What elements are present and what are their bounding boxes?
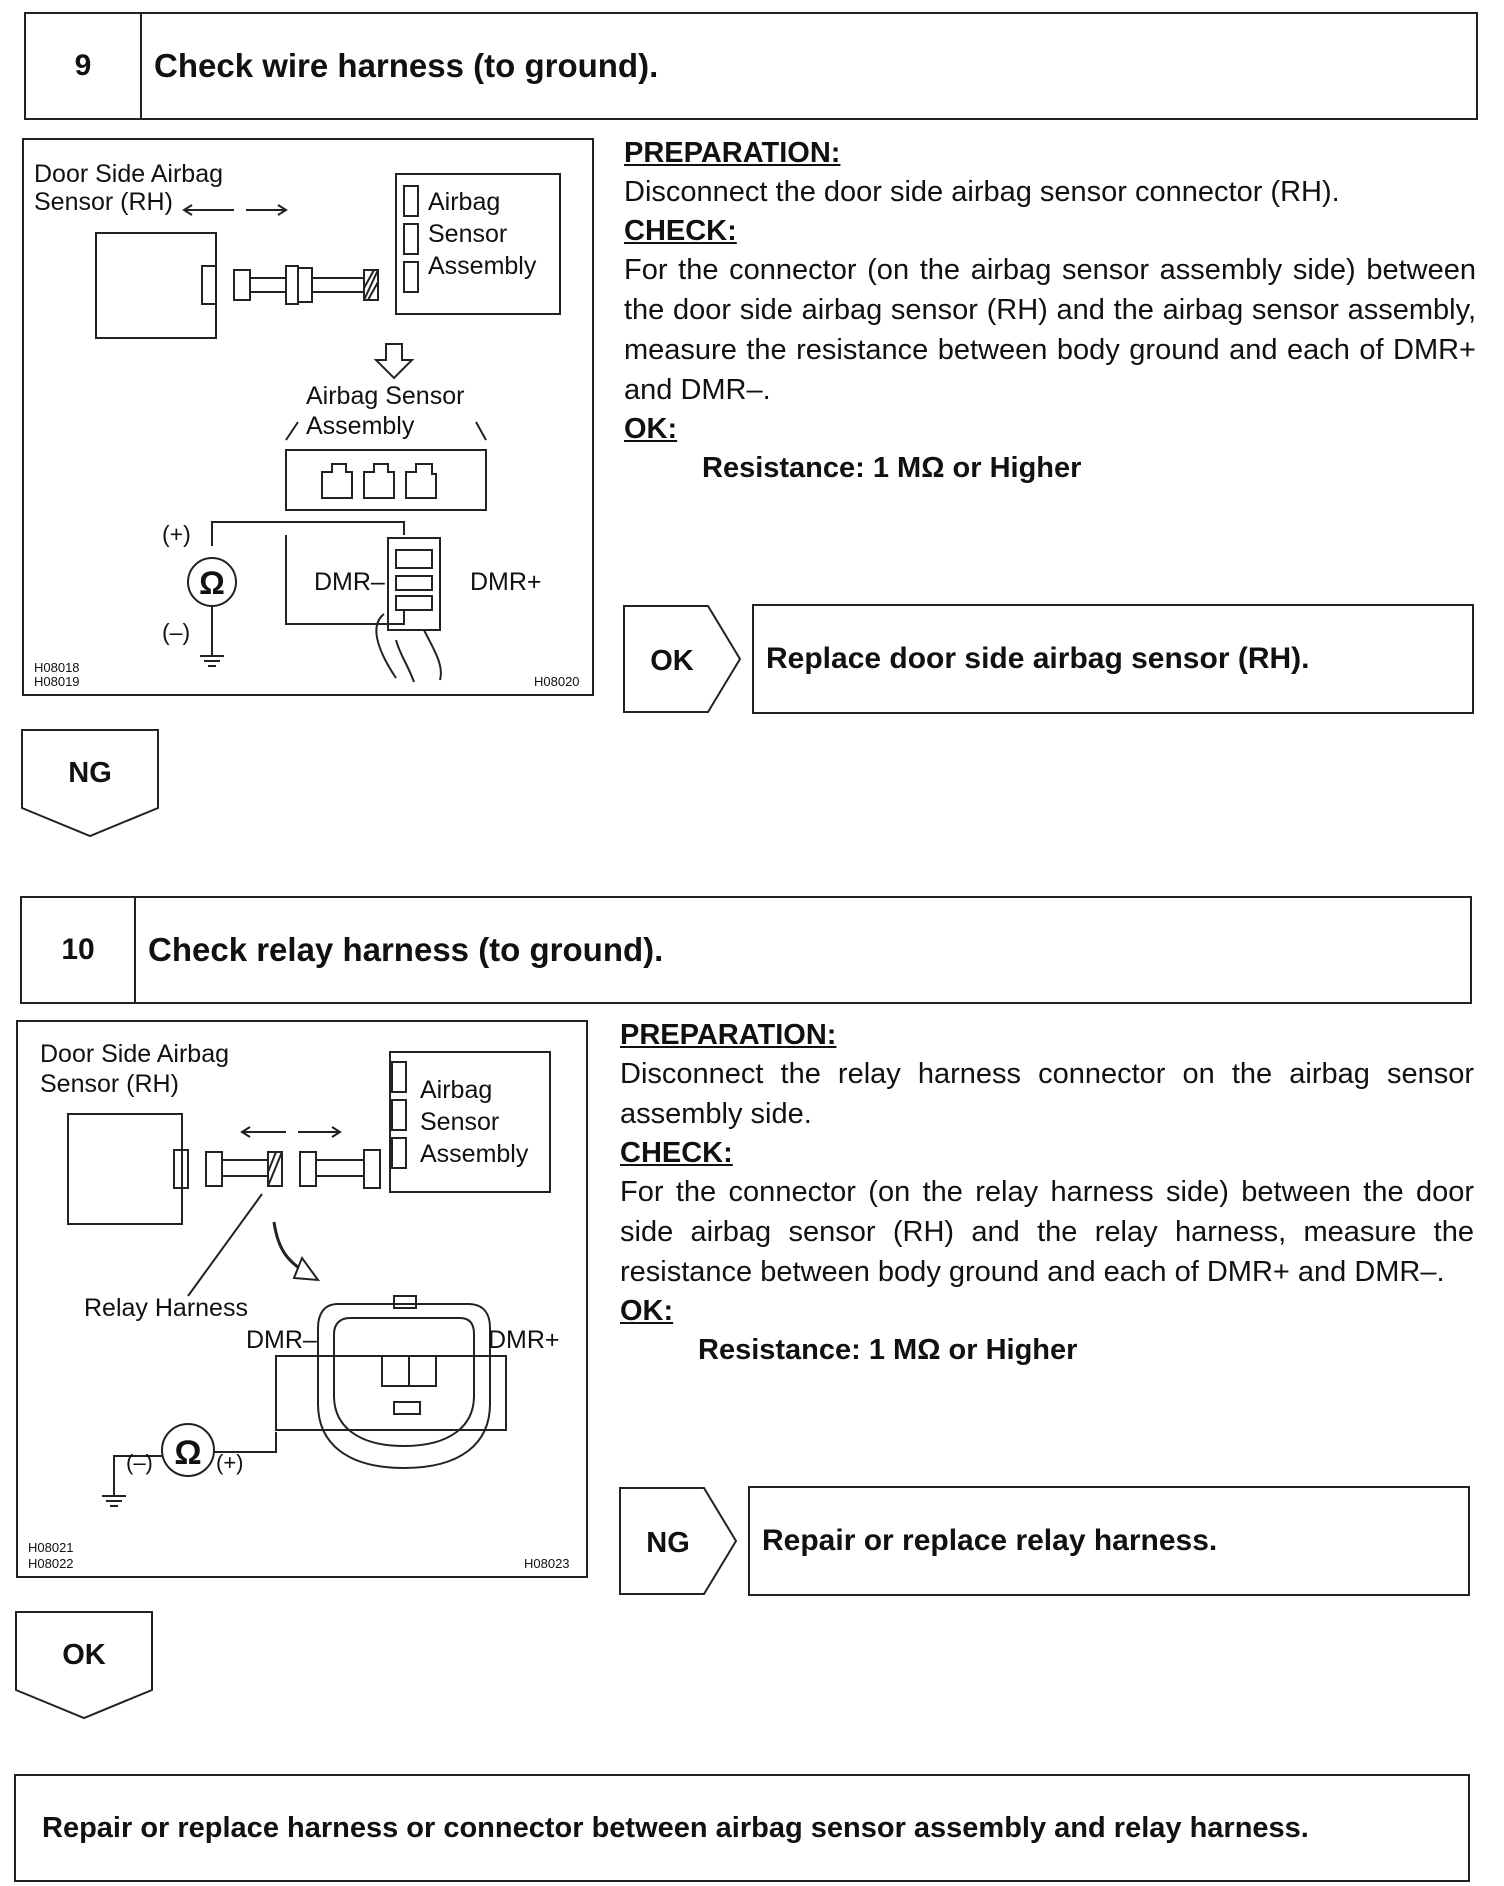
ok-label: OK: [620, 1295, 674, 1327]
result-tag-arrow: NG [619, 1487, 738, 1595]
step-9-result: Replace door side airbag sensor (RH). [752, 604, 1474, 714]
ohm-icon: Ω [174, 1434, 201, 1472]
ok-value: Resistance: 1 MΩ or Higher [702, 452, 1082, 484]
fig10-airbag-label-2: Sensor [420, 1108, 499, 1136]
step-10-result: Repair or replace relay harness. [748, 1486, 1470, 1596]
step-title: Check wire harness (to ground). [154, 47, 659, 84]
fig9-airbag-label-3: Assembly [428, 252, 537, 280]
step-number: 9 [26, 14, 142, 118]
ok-label: OK: [624, 413, 678, 445]
svg-text:NG: NG [68, 757, 112, 789]
fig10-door-sensor-label-2: Sensor (RH) [40, 1070, 179, 1098]
check-label: CHECK: [620, 1137, 733, 1169]
fig10-plus-label: (+) [216, 1450, 244, 1475]
fig10-minus-label: (–) [126, 1450, 153, 1475]
fig9-dmr-plus: DMR+ [470, 568, 542, 596]
relay-harness-diagram: Door Side Airbag Sensor (RH) Airbag Sens… [28, 1040, 570, 1571]
fig9-code-a: H08018 [34, 660, 80, 675]
svg-text:OK: OK [62, 1639, 106, 1671]
fig9-door-sensor-label-1: Door Side Airbag [34, 160, 223, 188]
step-9-figure: Door Side Airbag Sensor (RH) Airbag Sens… [22, 138, 594, 696]
fig9-plus-label: (+) [162, 521, 191, 547]
fig9-code-c: H08020 [534, 674, 580, 689]
fig9-code-b: H08019 [34, 674, 80, 689]
preparation-text: Disconnect the relay harness connector o… [620, 1058, 1474, 1130]
step-10-ok-flow-arrow: OK [15, 1611, 153, 1720]
step-title: Check relay harness (to ground). [148, 931, 664, 968]
step-number: 10 [22, 898, 136, 1002]
svg-text:OK: OK [650, 645, 694, 677]
fig9-assembly-label-2: Assembly [306, 412, 415, 440]
fig9-airbag-label-1: Airbag [428, 188, 500, 216]
fig10-dmr-plus: DMR+ [488, 1326, 560, 1354]
final-action-box: Repair or replace harness or connector b… [14, 1774, 1470, 1882]
svg-text:NG: NG [646, 1527, 690, 1559]
fig10-code-b: H08022 [28, 1556, 74, 1571]
fig9-door-sensor-label-2: Sensor (RH) [34, 188, 173, 216]
preparation-label: PREPARATION: [620, 1019, 837, 1051]
fig10-code-c: H08023 [524, 1556, 570, 1571]
fig9-minus-label: (–) [162, 619, 190, 645]
step-10-figure: Door Side Airbag Sensor (RH) Airbag Sens… [16, 1020, 588, 1578]
preparation-text: Disconnect the door side airbag sensor c… [624, 176, 1340, 208]
step-10-header: 10 Check relay harness (to ground). [20, 896, 1472, 1004]
step-9-instructions: PREPARATION: Disconnect the door side ai… [624, 134, 1476, 488]
fig10-code-a: H08021 [28, 1540, 74, 1555]
fig9-dmr-minus: DMR– [314, 568, 385, 596]
check-text: For the connector (on the airbag sensor … [624, 254, 1476, 406]
fig10-airbag-label-1: Airbag [420, 1076, 492, 1104]
step-9-ng-flow-arrow: NG [21, 729, 159, 838]
step-9-header: 9 Check wire harness (to ground). [24, 12, 1478, 120]
ohm-icon: Ω [199, 565, 225, 601]
preparation-label: PREPARATION: [624, 137, 841, 169]
wire-harness-diagram: Door Side Airbag Sensor (RH) Airbag Sens… [34, 160, 580, 689]
fig9-assembly-label-1: Airbag Sensor [306, 382, 464, 410]
fig10-door-sensor-label-1: Door Side Airbag [40, 1040, 229, 1068]
ok-value: Resistance: 1 MΩ or Higher [698, 1334, 1078, 1366]
step-10-instructions: PREPARATION: Disconnect the relay harnes… [620, 1016, 1474, 1370]
fig10-relay-harness-label: Relay Harness [84, 1294, 248, 1322]
check-label: CHECK: [624, 215, 737, 247]
fig10-dmr-minus: DMR– [246, 1326, 317, 1354]
result-tag-arrow: OK [623, 605, 742, 713]
fig10-airbag-label-3: Assembly [420, 1140, 529, 1168]
fig9-airbag-label-2: Sensor [428, 220, 507, 248]
check-text: For the connector (on the relay harness … [620, 1176, 1474, 1288]
